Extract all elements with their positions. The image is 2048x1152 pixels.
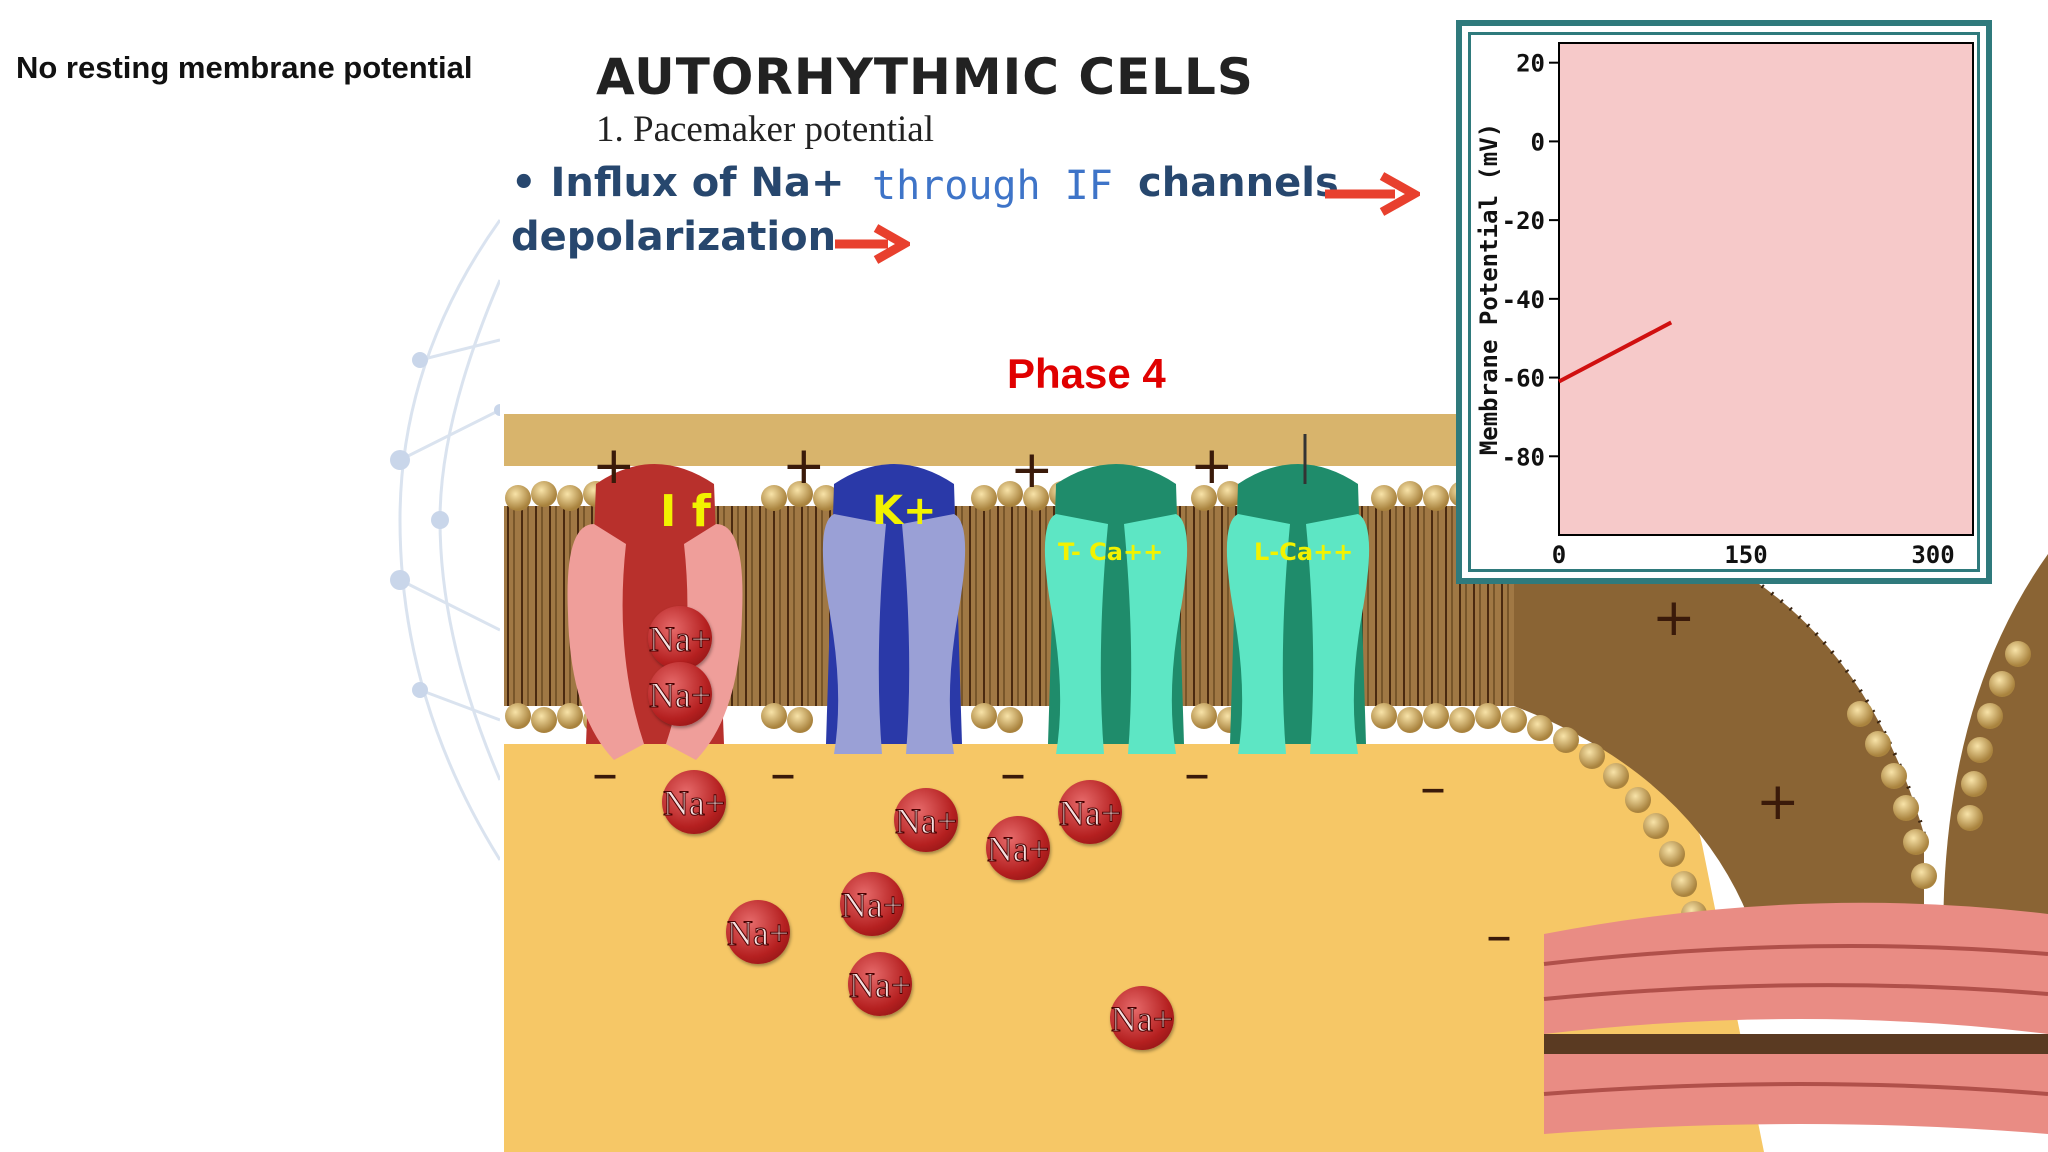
na-ion: Na+ [726, 900, 790, 964]
membrane-illustration [504, 414, 2048, 1152]
series-line [1558, 320, 1673, 384]
na-ion: Na+ [986, 816, 1050, 880]
note-text: No resting membrane potential [16, 50, 473, 85]
y-tick-label: -60 [1502, 365, 1545, 393]
chart-svg: 200-20-40-60-800150300Time (ms)Membrane … [1475, 42, 1974, 606]
plus-sign: + [1756, 772, 1800, 832]
y-axis-label: Membrane Potential (mV) [1475, 123, 1503, 455]
na-ion: Na+ [662, 770, 726, 834]
plus-sign: + [1190, 436, 1234, 496]
na-ion: Na+ [1110, 986, 1174, 1050]
depolarization-text: depolarization [511, 214, 837, 260]
membrane-potential-graph: 200-20-40-60-800150300Time (ms)Membrane … [1456, 20, 1992, 606]
plot-area [1558, 42, 1974, 536]
minus-sign: – [1420, 758, 1446, 818]
channel-label-if: I f [660, 486, 711, 537]
y-tick-label: -20 [1502, 207, 1545, 235]
bullet-influx: • Influx of Na+ [511, 160, 845, 206]
x-tick-label: 0 [1552, 541, 1566, 569]
arrow-right-icon [1325, 172, 1420, 216]
phase-label: Phase 4 [1007, 350, 1166, 397]
na-ion: Na+ [648, 662, 712, 726]
plus-sign: + [782, 436, 826, 496]
na-ion: Na+ [894, 788, 958, 852]
slide-subtitle: 1. Pacemaker potential [596, 109, 935, 150]
y-tick-label: -40 [1502, 286, 1545, 314]
na-ion: Na+ [848, 952, 912, 1016]
x-tick-label: 300 [1911, 541, 1954, 569]
minus-sign: – [592, 744, 618, 804]
channel-label-k: K+ [872, 488, 937, 534]
minus-sign: – [1000, 744, 1026, 804]
plus-sign: + [1010, 440, 1054, 500]
plus-sign: + [592, 436, 636, 496]
minus-sign: – [770, 744, 796, 804]
na-ion: Na+ [648, 606, 712, 670]
channel-label-l-ca: L-Ca++ [1254, 538, 1354, 566]
minus-sign: – [1184, 744, 1210, 804]
background-network-graphic [390, 219, 500, 861]
na-ion: Na+ [1058, 780, 1122, 844]
arrow-right-icon [835, 224, 910, 264]
channel-label-t-ca: T- Ca++ [1058, 538, 1164, 566]
plus-sign: + [1652, 588, 1696, 648]
through-if-text: through IF [872, 163, 1113, 209]
minus-sign: – [1486, 906, 1512, 966]
slide-title: AUTORHYTHMIC CELLS [596, 48, 1254, 106]
y-tick-label: -80 [1502, 443, 1545, 471]
x-tick-label: 150 [1724, 541, 1767, 569]
y-tick-label: 0 [1531, 128, 1545, 156]
na-ion: Na+ [840, 872, 904, 936]
y-tick-label: 20 [1516, 50, 1545, 78]
channels-text: channels [1138, 160, 1339, 206]
